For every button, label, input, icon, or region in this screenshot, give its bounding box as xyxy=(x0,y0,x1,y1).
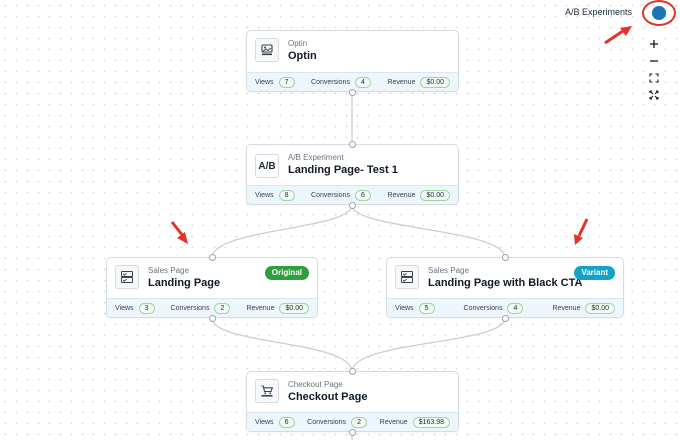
node-ab-experiment[interactable]: A/B A/B Experiment Landing Page- Test 1 … xyxy=(246,144,459,205)
revenue-label: Revenue xyxy=(552,304,581,312)
sales-page-icon xyxy=(115,265,139,289)
revenue-label: Revenue xyxy=(379,418,408,426)
conversions-count: 6 xyxy=(354,189,371,201)
views-label: Views xyxy=(115,304,134,312)
revenue-amount: $163.98 xyxy=(412,416,450,428)
node-title: Optin xyxy=(288,50,317,62)
arrow-to-variant xyxy=(574,218,589,245)
port-optin-out[interactable] xyxy=(349,89,356,96)
conversions-label: Conversions xyxy=(170,304,210,312)
node-optin[interactable]: Optin Optin Views 7 Conversions 4 Revenue $… xyxy=(246,30,459,92)
minus-icon xyxy=(649,59,658,62)
cart-icon xyxy=(255,379,279,403)
fit-view-button[interactable] xyxy=(645,69,662,86)
node-stats: Views 5 Conversions 4 Revenue $0.00 xyxy=(387,298,623,317)
conversions-label: Conversions xyxy=(307,418,347,426)
fit-view-icon xyxy=(648,72,659,83)
toggle-dot xyxy=(652,6,666,20)
revenue-amount: $0.00 xyxy=(585,302,615,314)
conversions-count: 4 xyxy=(507,302,524,314)
node-stats: Views 6 Conversions 2 Revenue $163.98 xyxy=(247,412,458,431)
node-title: Landing Page with Black CTA xyxy=(428,277,583,289)
views-count: 3 xyxy=(138,302,155,314)
port-ab-out[interactable] xyxy=(349,202,356,209)
connector-ab-landing xyxy=(211,204,353,259)
node-type-label: Sales Page xyxy=(148,266,189,275)
conversions-label: Conversions xyxy=(311,191,350,199)
node-type-label: Optin xyxy=(288,39,308,48)
node-title: Landing Page- Test 1 xyxy=(288,164,398,176)
port-landing-out[interactable] xyxy=(209,315,216,322)
revenue-label: Revenue xyxy=(387,78,416,86)
port-variant-out[interactable] xyxy=(502,315,509,322)
node-stats: Views 7 Conversions 4 Revenue $0.00 xyxy=(247,72,458,91)
plus-icon xyxy=(649,39,658,48)
node-type-label: Checkout Page xyxy=(288,380,343,389)
node-landing-page[interactable]: Sales Page Landing Page Original Views 3 … xyxy=(106,257,318,318)
port-checkout-in[interactable] xyxy=(349,368,356,375)
node-checkout-page[interactable]: Checkout Page Checkout Page Views 6 Conve… xyxy=(246,371,459,432)
ab-experiments-toggle[interactable] xyxy=(642,0,676,26)
views-count: 5 xyxy=(418,302,435,314)
zoom-out-button[interactable] xyxy=(645,52,662,69)
revenue-label: Revenue xyxy=(246,304,275,312)
revenue-amount: $0.00 xyxy=(420,189,450,201)
zoom-in-button[interactable] xyxy=(645,35,662,52)
image-icon xyxy=(255,38,279,62)
node-title: Checkout Page xyxy=(288,391,368,403)
revenue-label: Revenue xyxy=(387,191,416,199)
arrow-to-original xyxy=(170,221,188,244)
revenue-amount: $0.00 xyxy=(420,76,450,88)
views-count: 6 xyxy=(278,416,295,428)
node-type-label: A/B Experiment xyxy=(288,153,344,162)
connector-variant-checkout xyxy=(351,317,506,373)
views-count: 8 xyxy=(278,189,295,201)
port-checkout-out[interactable] xyxy=(349,429,356,436)
conversions-count: 2 xyxy=(351,416,368,428)
ab-test-icon: A/B xyxy=(255,154,279,178)
original-badge: Original xyxy=(264,266,309,280)
variant-badge: Variant xyxy=(574,266,615,280)
fullscreen-button[interactable] xyxy=(645,86,662,103)
port-variant-in[interactable] xyxy=(502,254,509,261)
sales-page-icon xyxy=(395,265,419,289)
node-title: Landing Page xyxy=(148,277,221,289)
node-variant-page[interactable]: Sales Page Landing Page with Black CTA V… xyxy=(386,257,624,318)
ab-experiments-label: A/B Experiments xyxy=(565,7,633,17)
views-label: Views xyxy=(255,78,274,86)
connector-ab-variant xyxy=(351,204,506,259)
views-label: Views xyxy=(255,191,274,199)
zoom-controls xyxy=(645,35,662,103)
node-stats: Views 3 Conversions 2 Revenue $0.00 xyxy=(107,298,317,317)
conversions-label: Conversions xyxy=(311,78,350,86)
views-label: Views xyxy=(395,304,414,312)
node-stats: Views 8 Conversions 6 Revenue $0.00 xyxy=(247,185,458,204)
node-type-label: Sales Page xyxy=(428,266,469,275)
port-landing-in[interactable] xyxy=(209,254,216,261)
views-count: 7 xyxy=(278,76,295,88)
conversions-count: 4 xyxy=(354,76,371,88)
revenue-amount: $0.00 xyxy=(279,302,309,314)
views-label: Views xyxy=(255,418,274,426)
port-ab-in[interactable] xyxy=(349,141,356,148)
arrow-to-toggle xyxy=(604,26,632,45)
conversions-label: Conversions xyxy=(463,304,503,312)
conversions-count: 2 xyxy=(214,302,231,314)
fullscreen-icon xyxy=(648,89,659,100)
connector-landing-checkout xyxy=(211,317,353,373)
